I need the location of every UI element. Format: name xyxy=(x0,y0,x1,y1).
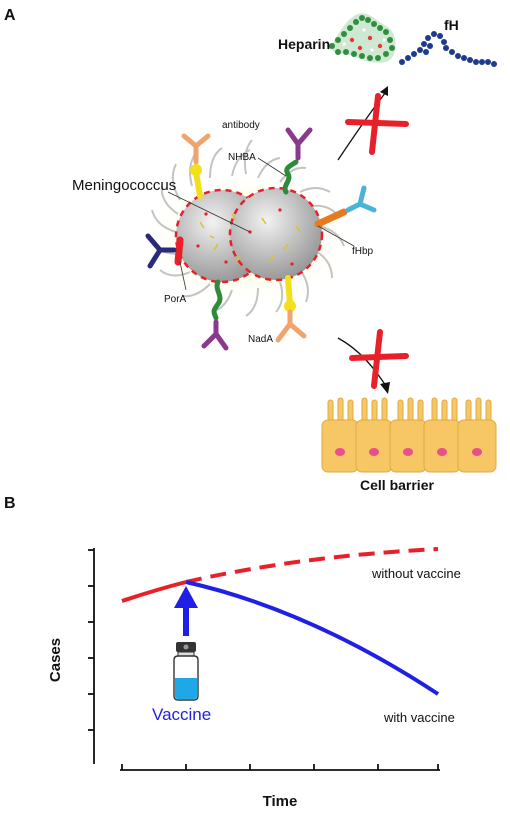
nhba-protein-bottom xyxy=(211,279,223,321)
heparin-molecule xyxy=(329,13,396,63)
antibody-orange-bottom xyxy=(275,309,307,343)
without-vaccine-label: without vaccine xyxy=(371,566,461,581)
x-axis xyxy=(120,764,440,771)
nada-label: NadA xyxy=(248,334,273,345)
antibody-label: antibody xyxy=(222,120,260,131)
antibody-purple-top xyxy=(285,127,313,161)
antibody-orange-top-left xyxy=(181,133,211,165)
block-x-icon-bottom xyxy=(349,329,409,389)
antibody-purple-bottom xyxy=(201,319,229,351)
pora-label: PorA xyxy=(164,294,187,305)
fhbp-protein xyxy=(314,208,348,228)
nada-protein-bottom xyxy=(284,275,296,312)
with-vaccine-label: with vaccine xyxy=(383,710,455,725)
meningococcus-label: Meningococcus xyxy=(72,177,176,194)
without-vaccine-curve xyxy=(185,547,439,584)
vaccine-label: Vaccine xyxy=(152,705,211,724)
antibody-navy-left xyxy=(145,233,177,269)
nhba-protein xyxy=(282,159,299,195)
vaccine-arrow xyxy=(174,586,198,636)
with-vaccine-curve xyxy=(185,580,440,696)
cell-barrier xyxy=(321,397,497,473)
x-axis-label: Time xyxy=(263,793,298,810)
cell-barrier-label: Cell barrier xyxy=(360,477,434,493)
pora-protein xyxy=(174,236,184,266)
pre-vaccine-curve xyxy=(121,580,187,603)
fh-label: fH xyxy=(444,17,459,33)
meningococcus-bacterium xyxy=(138,139,358,317)
panel-b-letter: B xyxy=(4,495,16,512)
vaccine-vial-icon xyxy=(173,642,199,701)
fh-molecule xyxy=(399,31,497,67)
antibody-cyan-right xyxy=(345,185,377,213)
y-axis-label: Cases xyxy=(47,638,64,682)
fhbp-label: fHbp xyxy=(352,246,374,257)
block-x-icon-top xyxy=(345,93,409,155)
y-axis xyxy=(88,548,95,764)
nada-protein-top xyxy=(190,164,203,199)
panel-a-letter: A xyxy=(4,7,16,24)
nhba-label: NHBA xyxy=(228,152,256,163)
heparin-label: Heparin xyxy=(278,36,330,52)
